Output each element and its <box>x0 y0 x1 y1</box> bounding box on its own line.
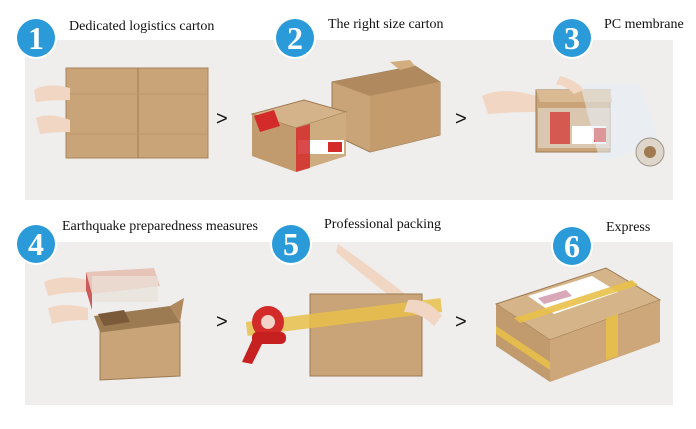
right-size-carton-image <box>250 60 441 172</box>
step-3-badge: 3 <box>553 19 591 57</box>
arrow-4-to-5: > <box>216 311 228 333</box>
pc-membrane-image <box>482 76 665 167</box>
step-4-badge: 4 <box>17 225 55 263</box>
step-6-badge: 6 <box>553 227 591 265</box>
step-5-badge: 5 <box>272 225 310 263</box>
professional-packing-image <box>242 244 443 377</box>
arrow-2-to-3: > <box>455 108 467 130</box>
step-1-badge: 1 <box>17 19 55 57</box>
arrow-1-to-2: > <box>216 108 228 130</box>
step-6-label: Express <box>606 220 651 235</box>
step-2-badge: 2 <box>276 19 314 57</box>
step-4-label: Earthquake preparedness measures <box>62 219 258 234</box>
step-1-label: Dedicated logistics carton <box>69 19 215 34</box>
step-2-label: The right size carton <box>328 17 444 32</box>
shockproof-packing-image <box>44 268 184 381</box>
flat-carton-image <box>34 67 209 159</box>
express-parcel-image <box>494 267 662 382</box>
step-5-label: Professional packing <box>324 217 442 232</box>
arrow-5-to-6: > <box>455 311 467 333</box>
step-3-label: PC membrane <box>604 17 684 32</box>
